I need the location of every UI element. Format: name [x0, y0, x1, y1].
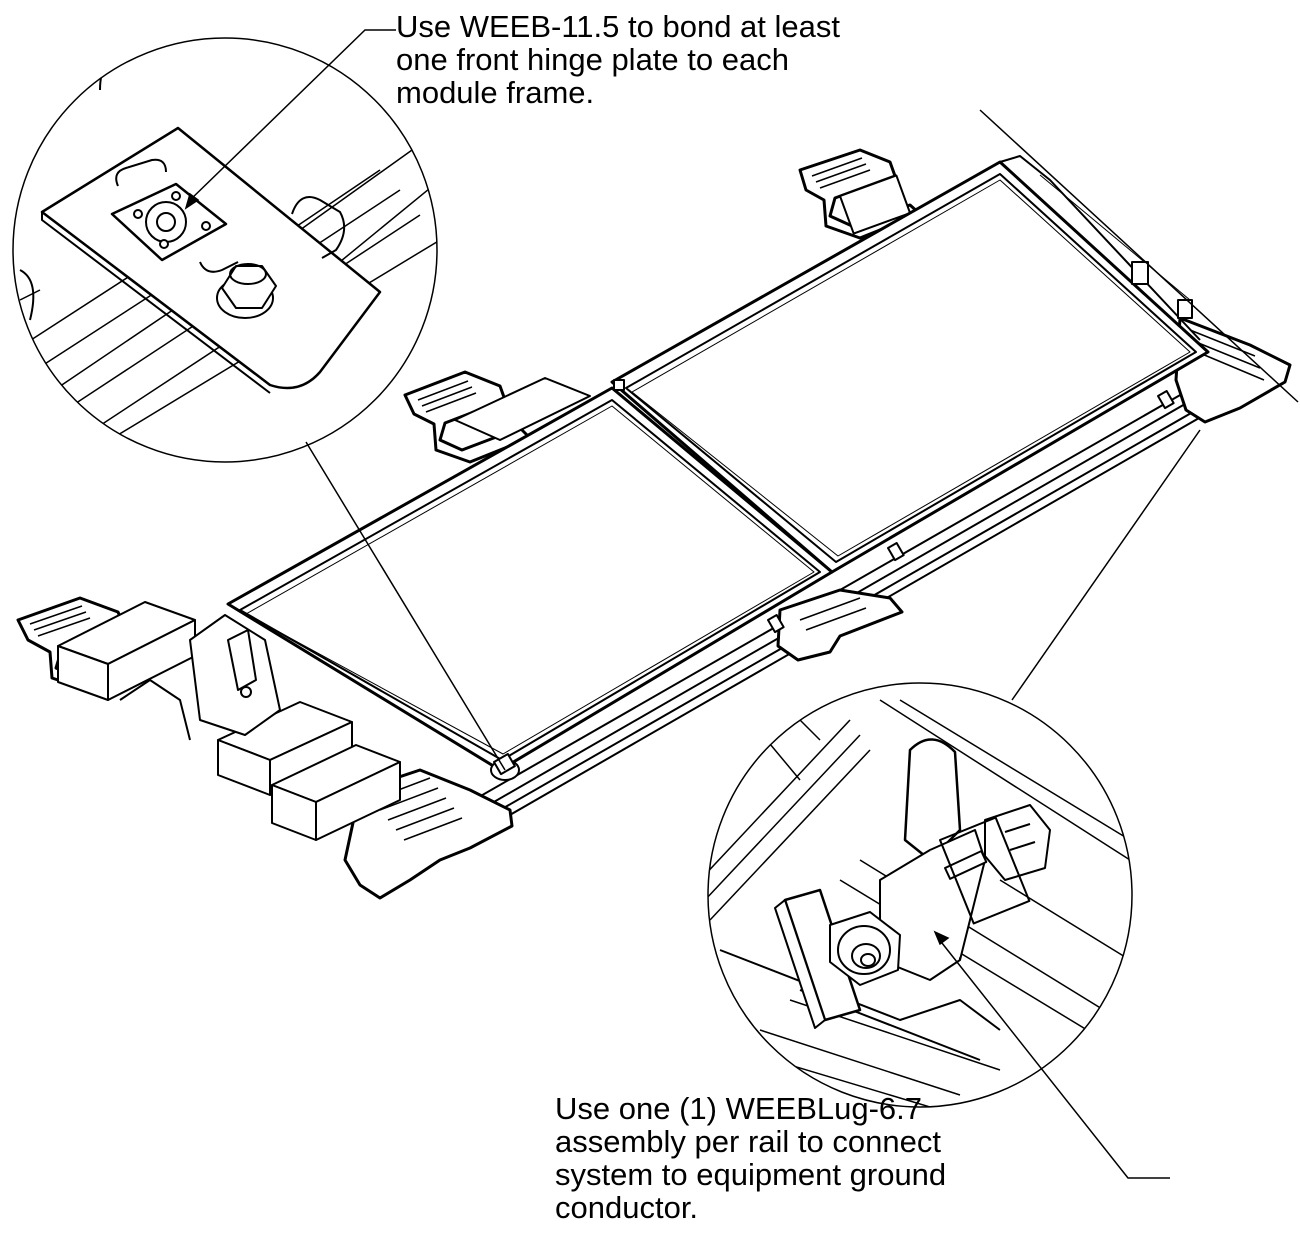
callout-weeblug-line-3: system to equipment ground — [555, 1157, 947, 1192]
solar-module-right — [610, 160, 1210, 574]
ballast-tray-front-center — [776, 588, 904, 662]
weeblug-assembly — [774, 738, 1051, 1029]
arrowhead-weeb — [184, 192, 200, 210]
leader-lines — [184, 29, 1201, 1179]
reference-line-top-right — [979, 109, 1299, 403]
callout-weeblug-line-1: Use one (1) WEEBLug-6.7 — [555, 1091, 923, 1126]
callout-weeblug-line-4: conductor. — [555, 1190, 699, 1225]
callout-weeb-line-2: one front hinge plate to each — [396, 42, 789, 77]
module-support-tower — [119, 614, 281, 741]
solar-array-assembly — [16, 109, 1299, 900]
leader-weeb — [187, 29, 396, 203]
connector-right-circle — [1011, 429, 1201, 701]
weeb-washer — [110, 182, 228, 262]
arrowhead-weeblug — [933, 930, 950, 946]
ballast-tray-back-middle — [403, 370, 591, 464]
callout-weeb-line-3: module frame. — [396, 75, 595, 110]
callout-weeblug-text: Use one (1) WEEBLug-6.7 assembly per rai… — [555, 1092, 946, 1224]
ballast-blocks-left — [57, 601, 401, 841]
ballast-tray-front-far-right — [1174, 316, 1292, 424]
hex-bolt — [216, 263, 277, 319]
callout-weeb-text: Use WEEB-11.5 to bond at least one front… — [396, 10, 840, 109]
connector-left-circle — [305, 441, 506, 771]
callout-weeb-line-1: Use WEEB-11.5 to bond at least — [396, 9, 840, 44]
callout-weeblug-line-2: assembly per rail to connect — [555, 1124, 941, 1159]
ballast-tray-back-right — [798, 148, 922, 240]
leader-weeblug — [937, 937, 1170, 1179]
detail-circle-weeblug — [707, 682, 1133, 1108]
detail-circle-weeb — [12, 37, 438, 463]
